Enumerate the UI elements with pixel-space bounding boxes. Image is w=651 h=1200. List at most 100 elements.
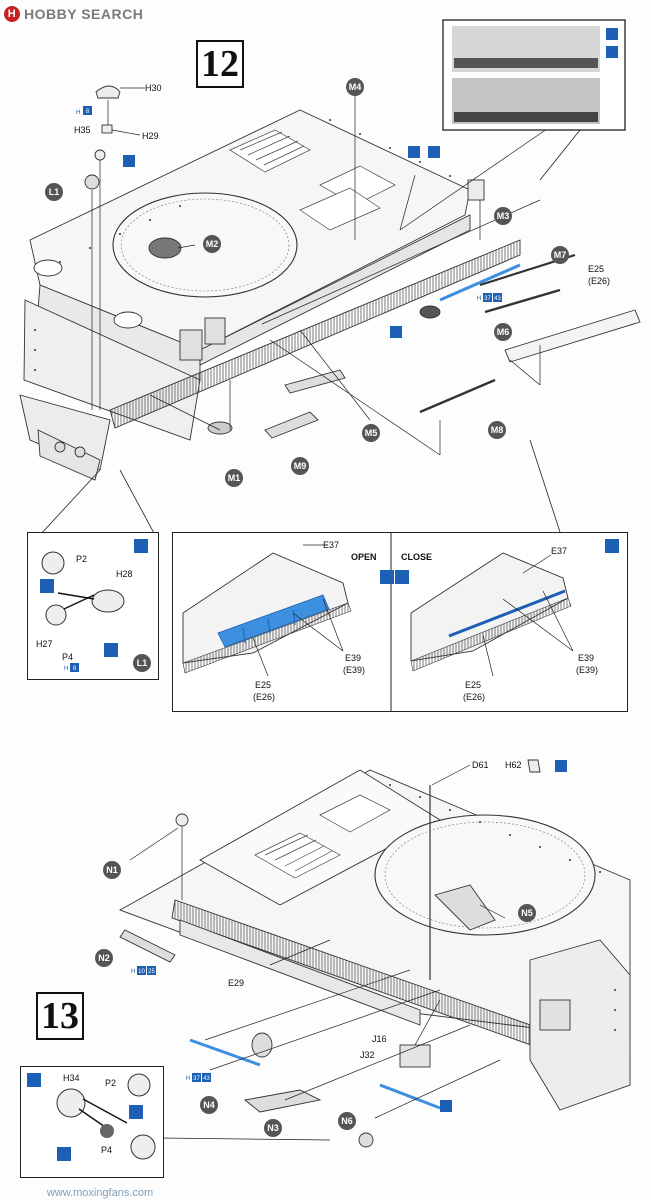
label-h30: H30	[145, 83, 162, 93]
part-n4-head-icon	[251, 1032, 273, 1058]
hobby-search-logo-icon: H	[4, 6, 20, 22]
part-n4-rod-icon	[189, 1038, 261, 1067]
circle-label-n1: N1	[106, 865, 118, 875]
circle-label-m4: M4	[349, 82, 362, 92]
label-e25-close: E25	[465, 680, 481, 690]
label-e25: E25	[588, 264, 604, 274]
step12-rivets	[34, 119, 451, 371]
circle-label-n5: N5	[521, 908, 533, 918]
paint-ref-l1-h8: 8	[73, 666, 77, 672]
label-h62: H62	[505, 760, 522, 770]
glue-icon-n6	[440, 1100, 452, 1112]
inset-h34-detail: H34 P2 P4	[20, 1066, 164, 1178]
part-m9-icon	[264, 411, 319, 439]
step13-hull-drawing	[118, 769, 631, 1111]
paint-ref-h43-b: 43	[203, 1076, 210, 1082]
label-e25-open: E25	[255, 680, 271, 690]
open-close-connector	[529, 439, 561, 533]
part-m8-icon	[419, 378, 496, 414]
circle-label-m9: M9	[294, 461, 307, 471]
label-e39-open: E39	[345, 653, 361, 663]
circle-label-m8: M8	[491, 425, 504, 435]
step12-parts	[84, 85, 641, 439]
paint-ref-h37: 37	[484, 296, 491, 302]
label-d61: D61	[472, 760, 489, 770]
svg-text:H: H	[131, 969, 135, 975]
reference-photo-inset	[442, 19, 626, 181]
svg-text:H: H	[64, 666, 68, 672]
brush-icon-close	[605, 539, 619, 553]
label-p2-inset: P2	[76, 554, 87, 564]
step12-paint-refs: H 8 H 37 43	[76, 106, 502, 338]
step12-hull-drawing	[19, 109, 521, 481]
step12-circle-labels: L1 M2 M4 M3 M7 M6 M5 M1 M9 M8	[45, 78, 569, 487]
part-p2-h34-icon	[127, 1073, 151, 1097]
label-p4-h34: P4	[101, 1145, 112, 1155]
hobby-search-watermark: H HOBBY SEARCH	[4, 5, 143, 23]
brush-icon-h34-b	[57, 1147, 71, 1161]
label-j16: J16	[372, 1034, 387, 1044]
glue-icon-3	[390, 326, 402, 338]
glue-icon-2	[428, 146, 440, 158]
step-number-13: 13	[36, 992, 84, 1040]
part-n1-icon	[175, 813, 189, 827]
circle-label-n2: N2	[98, 953, 110, 963]
circle-label-m6: M6	[497, 327, 510, 337]
circle-label-m2: M2	[206, 239, 219, 249]
label-open: OPEN	[351, 552, 377, 562]
part-m1-icon	[207, 421, 233, 435]
part-m7-rod-icon	[439, 263, 521, 302]
circle-label-l1-inset: L1	[137, 658, 148, 668]
glue-icon-open	[380, 570, 394, 584]
part-n6-light-icon	[358, 1132, 374, 1148]
svg-text:H: H	[186, 1076, 190, 1082]
label-h35: H35	[74, 125, 91, 135]
step13-paint-refs: H 10 25 H 37 43	[131, 760, 567, 1112]
part-h62-icon	[527, 759, 541, 773]
part-j16-icon	[399, 1044, 431, 1068]
glue-icon-photo	[606, 46, 618, 58]
brush-icon	[123, 155, 135, 167]
label-h34: H34	[63, 1073, 80, 1083]
label-e29: E29	[228, 978, 244, 988]
part-m5-icon	[284, 369, 346, 394]
part-h29-icon	[101, 124, 113, 134]
label-e37-open: E37	[323, 540, 339, 550]
watermark-bottom-text: www.moxingfans.com	[46, 1187, 153, 1199]
paint-ref-h8: 8	[86, 109, 90, 115]
circle-label-m3: M3	[497, 211, 510, 221]
brush-icon-photo	[606, 28, 618, 40]
label-j32: J32	[360, 1050, 375, 1060]
label-e26: (E26)	[588, 276, 610, 286]
label-p4: P4	[62, 652, 73, 662]
part-l1-icon	[84, 174, 100, 190]
step12-leader-lines	[91, 87, 561, 456]
circle-label-m5: M5	[365, 428, 378, 438]
part-p4-icon	[45, 604, 67, 626]
label-e26-open: (E26)	[253, 692, 275, 702]
circle-label-n4: N4	[203, 1100, 215, 1110]
part-e25-plate-icon	[504, 309, 641, 363]
close-view	[410, 552, 574, 677]
paint-ref-h10: 10	[138, 969, 145, 975]
part-h30-icon	[95, 85, 121, 99]
part-h34-icon	[56, 1088, 86, 1118]
part-p4-h34-icon	[130, 1134, 156, 1160]
label-h29: H29	[142, 131, 159, 141]
step-number-12: 12	[196, 40, 244, 88]
part-h35-icon	[94, 149, 106, 161]
closed-flap-blue	[448, 589, 566, 638]
step13-rivets	[389, 784, 616, 1031]
part-m7-head-icon	[419, 305, 441, 319]
label-close: CLOSE	[401, 552, 432, 562]
svg-text:H: H	[477, 296, 481, 302]
part-p2-icon	[41, 551, 65, 575]
circle-label-m7: M7	[554, 250, 567, 260]
open-flap-blue	[217, 594, 330, 648]
part-h28-icon	[91, 589, 125, 613]
glue-icon-close	[395, 570, 409, 584]
label-e39b-open: (E39)	[343, 665, 365, 675]
part-n6-cable-icon	[379, 1083, 441, 1110]
label-e39b-close: (E39)	[576, 665, 598, 675]
